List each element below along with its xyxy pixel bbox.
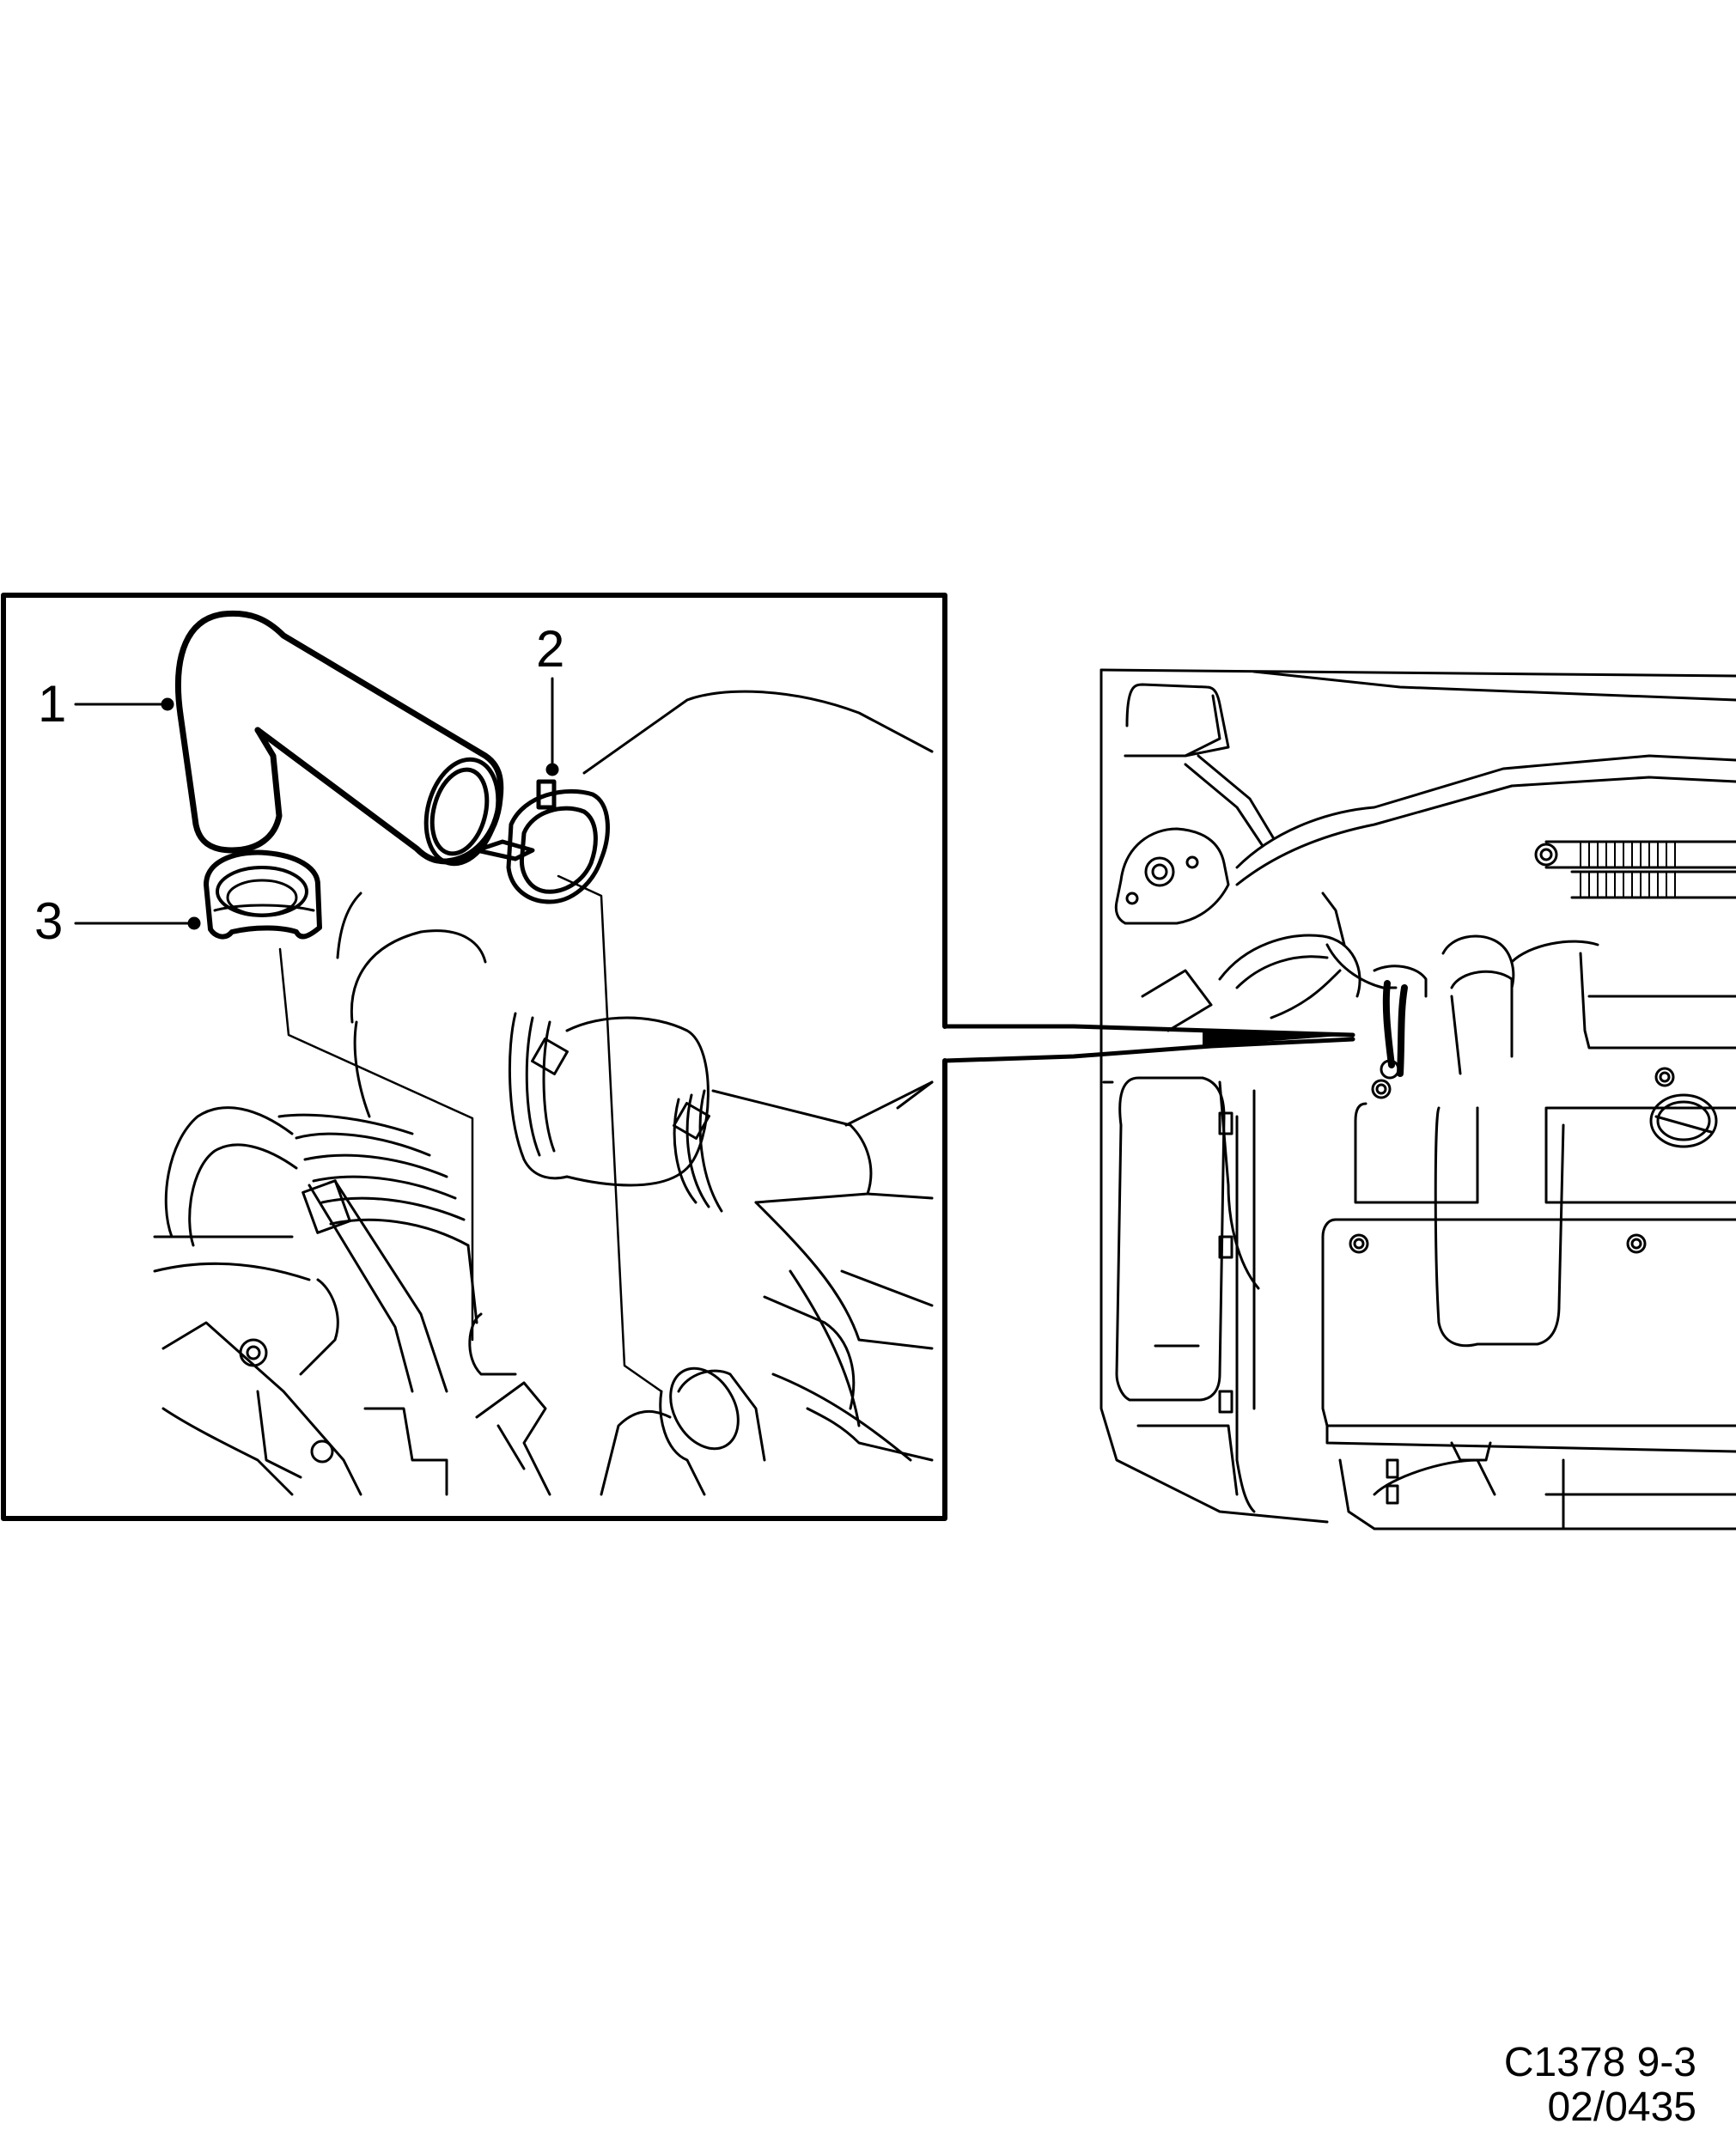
detail-background-parts [153,690,934,1496]
detail-frame [1,593,947,1521]
leader-lines [74,677,559,930]
assembly-guide-lines [278,874,663,1393]
hose-part-1 [174,610,504,867]
callout-label-3: 3 [34,892,64,950]
callout-wedge [942,1024,1355,1063]
clamp-part-3 [204,849,322,940]
figure-id: C1378 9-3 [1503,2040,1696,2085]
callout-label-1: 1 [38,675,67,733]
clamp-part-2 [474,779,610,904]
callout-label-2: 2 [536,620,565,678]
figure-revision: 02/0435 [1547,2084,1696,2130]
overview-line-art [1099,668,1736,1531]
